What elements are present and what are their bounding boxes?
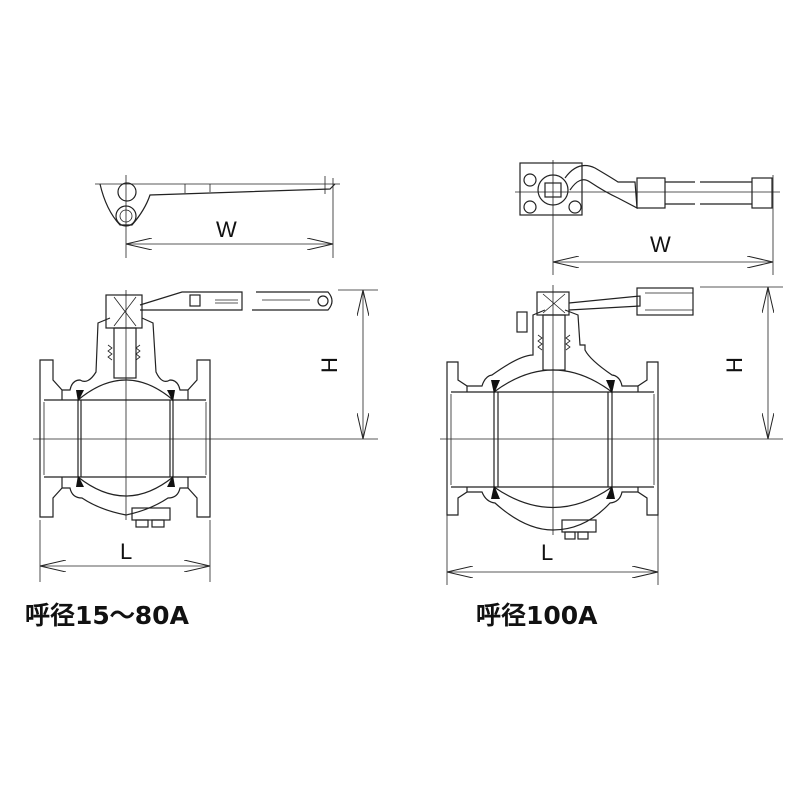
w-dimension: W bbox=[126, 178, 334, 258]
w-label: W bbox=[216, 217, 237, 242]
valve-15-80a: W bbox=[33, 175, 378, 582]
h-label: H bbox=[722, 357, 747, 373]
w-dimension: W bbox=[553, 175, 774, 275]
l-label: L bbox=[120, 539, 132, 564]
caption-15-80a: 呼径15〜80A bbox=[25, 601, 189, 630]
l-dimension: L bbox=[446, 515, 659, 585]
l-label: L bbox=[541, 540, 553, 565]
front-view-body bbox=[440, 285, 783, 540]
w-label: W bbox=[650, 232, 671, 257]
h-dimension: H bbox=[722, 287, 768, 439]
front-view-body bbox=[33, 289, 378, 528]
h-label: H bbox=[317, 357, 342, 373]
h-dimension: H bbox=[317, 290, 363, 439]
valve-100a: W bbox=[440, 160, 783, 585]
caption-100a: 呼径100A bbox=[476, 601, 598, 630]
top-view-handle bbox=[515, 160, 780, 275]
l-dimension: L bbox=[39, 520, 211, 582]
top-view-handle bbox=[95, 175, 340, 258]
